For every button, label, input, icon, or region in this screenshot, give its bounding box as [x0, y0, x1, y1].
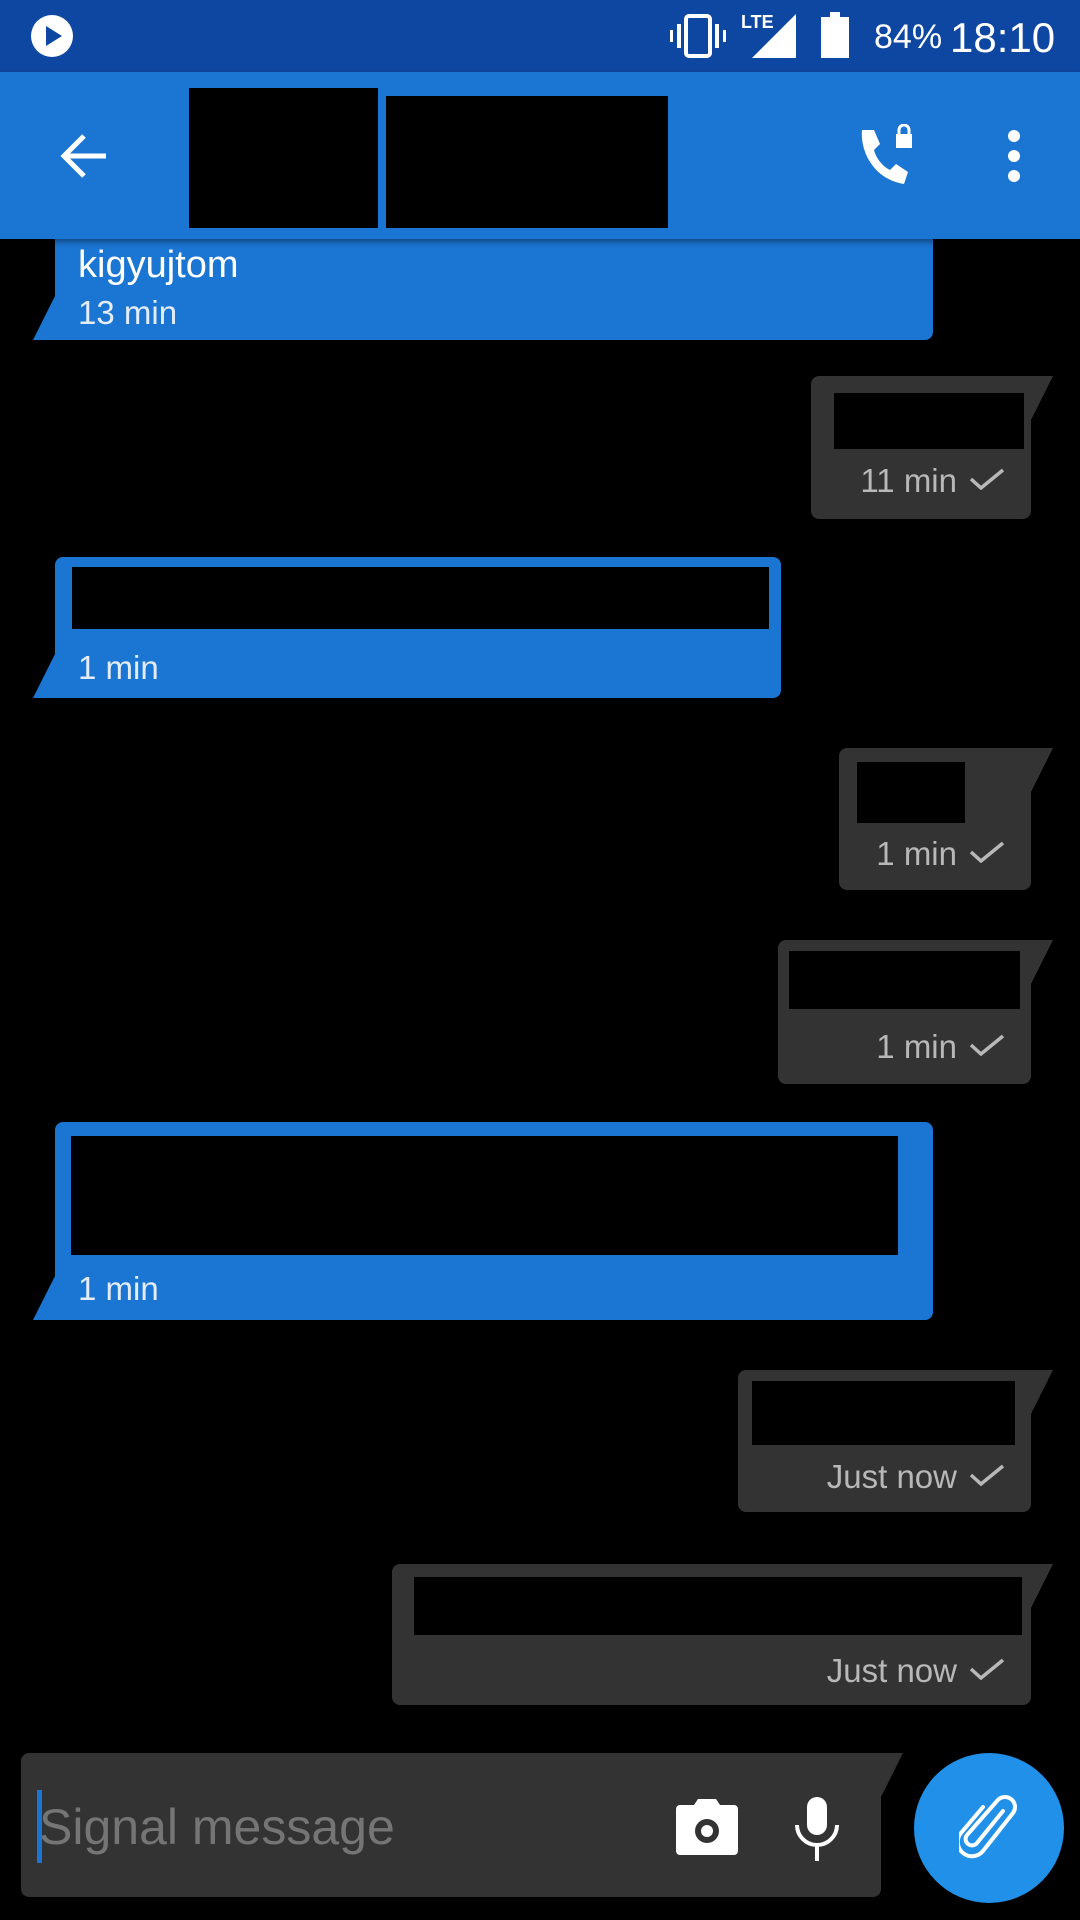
message-time: Just now [827, 1458, 1005, 1496]
message-time: 1 min [78, 1270, 159, 1307]
vibrate-icon [670, 14, 726, 58]
battery-percent: 84% [874, 18, 943, 56]
conversation-header [0, 72, 1080, 239]
message-time: 1 min [876, 835, 1005, 873]
message-outgoing[interactable]: Just now [392, 1564, 1053, 1705]
redacted-message-text [72, 567, 769, 629]
bubble-tail [1031, 376, 1053, 420]
more-options-icon[interactable] [1002, 128, 1026, 184]
microphone-icon[interactable] [793, 1797, 841, 1861]
message-outgoing[interactable]: 1 min [839, 748, 1053, 890]
status-bar: LTE 84% 18:10 [0, 0, 1080, 72]
message-time: 13 min [78, 294, 178, 331]
message-outgoing[interactable]: 11 min [811, 376, 1053, 519]
sent-check-icon [969, 1464, 1005, 1486]
message-incoming[interactable]: 1 min [33, 1122, 933, 1320]
message-outgoing[interactable]: Just now [738, 1370, 1053, 1512]
message-time: Just now [827, 1652, 1005, 1690]
message-outgoing[interactable]: 1 min [778, 940, 1053, 1084]
redacted-message-text [71, 1136, 898, 1255]
redacted-message-text [834, 393, 1024, 449]
clock: 18:10 [950, 14, 1056, 61]
redacted-contact-name[interactable] [386, 96, 668, 228]
bubble-tail [1031, 940, 1053, 984]
message-input[interactable] [39, 1789, 659, 1865]
signal-icon [752, 14, 796, 58]
sent-check-icon [969, 1658, 1005, 1680]
message-time: 11 min [860, 462, 1005, 500]
camera-icon[interactable] [676, 1799, 738, 1855]
redacted-message-text [752, 1381, 1015, 1445]
redacted-message-text [414, 1577, 1022, 1635]
network-type: LTE [741, 12, 774, 32]
sent-check-icon [969, 468, 1005, 490]
bubble-tail [1031, 1564, 1053, 1608]
redacted-avatar[interactable] [189, 88, 378, 228]
back-arrow-icon[interactable] [58, 130, 110, 182]
redacted-message-text [789, 951, 1020, 1009]
message-incoming[interactable]: 1 min [33, 557, 781, 698]
bubble-tail [33, 1276, 55, 1320]
attachment-button[interactable] [914, 1753, 1064, 1903]
bubble-tail [881, 1753, 903, 1797]
message-time: 1 min [78, 649, 159, 686]
bubble-tail [1031, 748, 1053, 792]
sent-check-icon [969, 841, 1005, 863]
bubble-tail [33, 296, 55, 340]
bubble-tail [33, 654, 55, 698]
attachment-icon [959, 1795, 1017, 1859]
message-text: kigyujtom [78, 244, 239, 286]
secure-call-icon[interactable] [858, 124, 918, 188]
sent-check-icon [969, 1034, 1005, 1056]
bubble-tail [1031, 1370, 1053, 1414]
redacted-message-text [857, 762, 965, 823]
battery-icon [821, 12, 849, 58]
composer [21, 1753, 903, 1897]
app-notification-icon [31, 15, 73, 57]
message-time: 1 min [876, 1028, 1005, 1066]
